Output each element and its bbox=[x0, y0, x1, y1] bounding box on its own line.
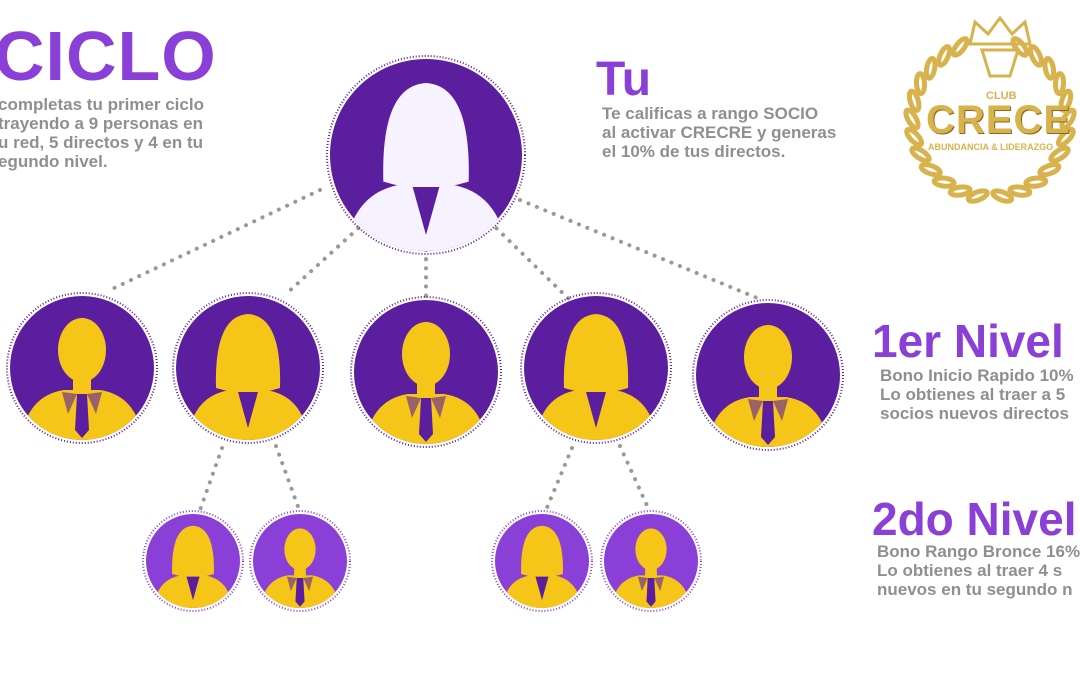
nivel1-line: Lo obtienes al traer a 5 bbox=[880, 385, 1066, 404]
nivel2-line: nuevos en tu segundo n bbox=[877, 580, 1073, 599]
connector-line bbox=[518, 198, 764, 302]
logo-tagline: ABUNDANCIA & LIDERAZGO bbox=[928, 142, 1054, 152]
nivel1-description: Bono Inicio Rapido 10% Lo obtienes al tr… bbox=[880, 366, 1074, 423]
crown-icon bbox=[968, 15, 1032, 78]
nivel2-line: Bono Rango Bronce 16% bbox=[877, 542, 1080, 561]
nivel1-line: socios nuevos directos bbox=[880, 404, 1069, 423]
ciclo-description: completas tu primer ciclo trayendo a 9 p… bbox=[0, 95, 204, 171]
tu-line: Te calificas a rango SOCIO bbox=[602, 104, 819, 123]
laurel-wreath-icon bbox=[903, 15, 1077, 204]
level1-person-avatar bbox=[350, 296, 502, 448]
nivel1-title: 1er Nivel bbox=[872, 315, 1064, 367]
connector-line bbox=[488, 220, 577, 307]
nivel2-line: Lo obtienes al traer 4 s bbox=[877, 561, 1063, 580]
logo-name: CRECE bbox=[926, 98, 1072, 142]
connector-line bbox=[544, 446, 574, 512]
ciclo-line: completas tu primer ciclo bbox=[0, 95, 204, 114]
connector-line bbox=[198, 446, 224, 512]
nivel1-line: Bono Inicio Rapido 10% bbox=[880, 366, 1074, 385]
logo-club-text: CLUB bbox=[986, 90, 1017, 102]
level2-person-avatar bbox=[491, 510, 593, 612]
level1-person-avatar bbox=[520, 292, 672, 444]
level2-person-avatar bbox=[142, 510, 244, 612]
connector-line bbox=[108, 188, 322, 292]
ciclo-line: trayendo a 9 personas en bbox=[0, 114, 204, 133]
connector-lines bbox=[108, 188, 764, 514]
connector-line bbox=[274, 444, 302, 514]
avatar-group bbox=[6, 55, 844, 612]
connector-line bbox=[618, 444, 652, 514]
level2-person-avatar bbox=[249, 510, 351, 612]
club-crece-logo: CLUB CRECE ABUNDANCIA & LIDERAZGO bbox=[900, 14, 1080, 214]
tu-line: al activar CRECRE y generas bbox=[602, 123, 837, 142]
level1-person-avatar bbox=[692, 299, 844, 451]
ciclo-line: egundo nivel. bbox=[0, 152, 108, 171]
level2-person-avatar bbox=[600, 510, 702, 612]
level1-person-avatar bbox=[172, 292, 324, 444]
tu-description: Te calificas a rango SOCIO al activar CR… bbox=[602, 104, 836, 161]
ciclo-line: u red, 5 directos y 4 en tu bbox=[0, 133, 204, 152]
level1-person-avatar bbox=[6, 292, 158, 444]
ciclo-title: CICLO bbox=[0, 17, 217, 95]
nivel2-title: 2do Nivel bbox=[872, 493, 1077, 545]
nivel2-description: Bono Rango Bronce 16% Lo obtienes al tra… bbox=[877, 542, 1080, 599]
connector-line bbox=[283, 220, 367, 297]
top-person-avatar bbox=[326, 55, 526, 255]
tu-line: el 10% de tus directos. bbox=[602, 142, 786, 161]
tu-title: Tu bbox=[596, 53, 652, 106]
